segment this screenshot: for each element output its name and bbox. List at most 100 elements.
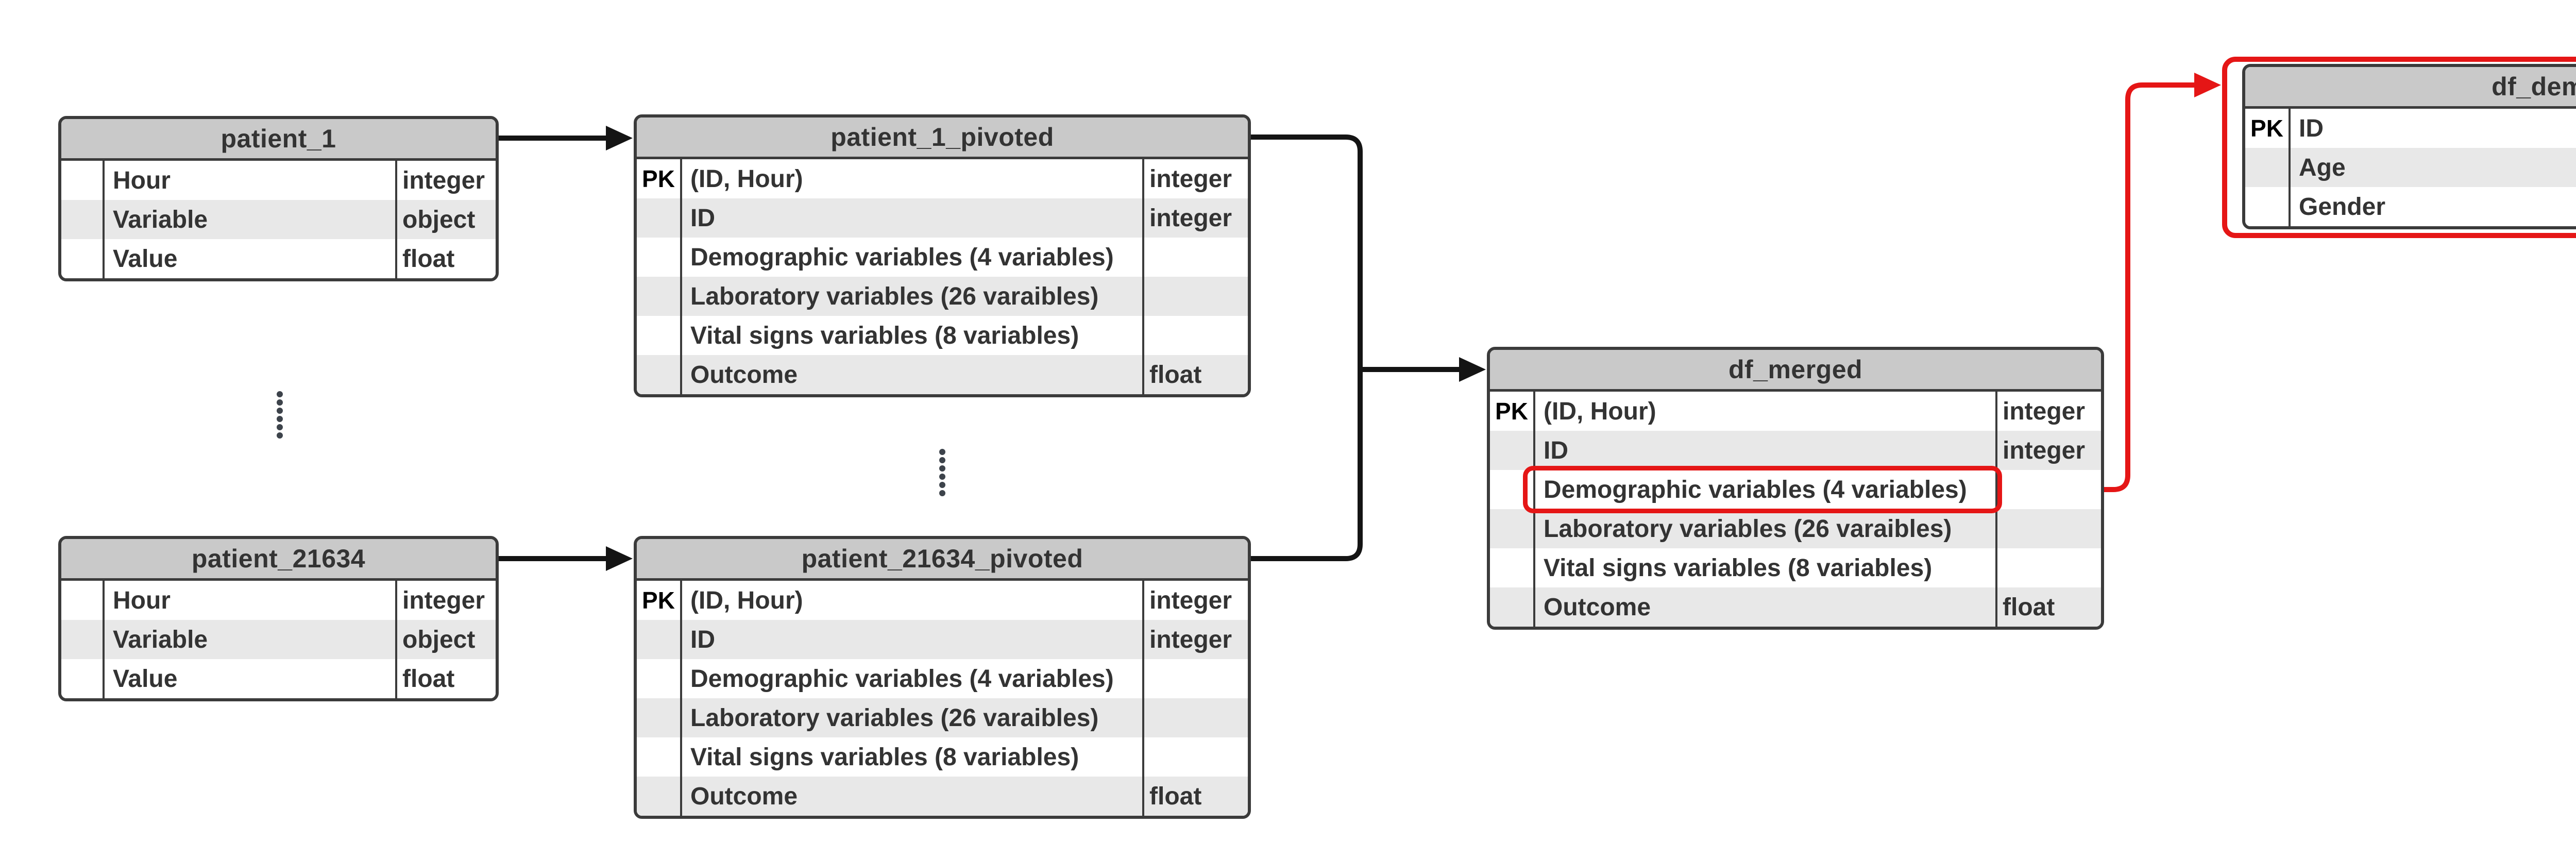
field-cell: Value xyxy=(103,659,395,698)
table-row: PK (ID, Hour) integer xyxy=(1490,392,2101,431)
type-cell xyxy=(1995,509,2101,548)
table-row: Variable object xyxy=(61,200,496,239)
pk-cell xyxy=(637,238,680,277)
type-cell xyxy=(1142,238,1248,277)
table-title: df_demo xyxy=(2492,72,2576,101)
type-cell: integer xyxy=(1995,392,2101,431)
pk-cell xyxy=(2245,187,2289,226)
connector-pivoted-tables-to-df-merged xyxy=(1251,134,1486,561)
table-row: Gender float xyxy=(2245,187,2576,226)
table-row: ID integer xyxy=(637,198,1248,238)
table-title: patient_1_pivoted xyxy=(831,123,1054,152)
table-row: PK ID integer xyxy=(2245,109,2576,148)
type-cell: float xyxy=(1142,355,1248,394)
table-row: Hour integer xyxy=(61,161,496,200)
type-cell: float xyxy=(1995,587,2101,627)
field-cell: Outcome xyxy=(680,355,1142,394)
field-cell: (ID, Hour) xyxy=(680,581,1142,620)
type-cell xyxy=(1142,316,1248,355)
pk-cell xyxy=(637,620,680,659)
pk-cell xyxy=(1490,470,1533,509)
field-cell: Vital signs variables (8 variables) xyxy=(680,737,1142,777)
ellipsis-pivoted-tables-icon xyxy=(939,449,945,496)
type-cell xyxy=(1142,737,1248,777)
pk-cell: PK xyxy=(1495,398,1528,425)
pk-cell xyxy=(637,355,680,394)
field-cell: Outcome xyxy=(1533,587,1995,627)
field-cell: Laboratory variables (26 varaibles) xyxy=(680,698,1142,737)
type-cell xyxy=(1995,470,2101,509)
arrow-patient-1-to-pivoted xyxy=(499,126,633,150)
pk-cell xyxy=(61,620,103,659)
table-row: ID integer xyxy=(1490,431,2101,470)
table-row: Laboratory variables (26 varaibles) xyxy=(1490,509,2101,548)
field-cell: Vital signs variables (8 variables) xyxy=(1533,548,1995,587)
pk-cell xyxy=(61,239,103,278)
table-title: df_merged xyxy=(1728,355,1863,384)
pk-cell xyxy=(1490,509,1533,548)
pk-cell xyxy=(637,777,680,816)
table-row: Vital signs variables (8 variables) xyxy=(637,737,1248,777)
table-header: df_merged xyxy=(1490,350,2101,392)
field-cell: ID xyxy=(1533,431,1995,470)
arrowhead-icon xyxy=(1459,357,1486,382)
arrowhead-icon xyxy=(606,546,633,571)
pk-cell xyxy=(1490,431,1533,470)
arrow-patient-21634-to-pivoted xyxy=(499,546,633,571)
pk-cell: PK xyxy=(2250,115,2283,142)
field-cell: ID xyxy=(2289,109,2576,148)
table-title: patient_1 xyxy=(221,124,336,153)
pk-cell xyxy=(637,316,680,355)
table-row: Hour integer xyxy=(61,581,496,620)
type-cell: integer xyxy=(395,161,496,200)
table-df-merged: df_merged PK (ID, Hour) integer ID integ… xyxy=(1487,347,2104,630)
pk-cell xyxy=(1490,548,1533,587)
type-cell: integer xyxy=(1995,431,2101,470)
table-row: Vital signs variables (8 variables) xyxy=(1490,548,2101,587)
table-patient-1: patient_1 Hour integer Variable object V… xyxy=(58,116,499,281)
type-cell: integer xyxy=(1142,620,1248,659)
type-cell: integer xyxy=(1142,581,1248,620)
pk-cell xyxy=(637,698,680,737)
pk-cell xyxy=(61,161,103,200)
table-row: Demographic variables (4 variables) xyxy=(637,659,1248,698)
table-row: Outcome float xyxy=(1490,587,2101,627)
table-header: patient_1 xyxy=(61,119,496,161)
field-cell: Laboratory variables (26 varaibles) xyxy=(680,277,1142,316)
ellipsis-patient-tables-icon xyxy=(277,391,283,439)
pk-cell xyxy=(637,277,680,316)
table-row: Demographic variables (4 variables) xyxy=(637,238,1248,277)
type-cell: integer xyxy=(1142,198,1248,238)
table-row: Variable object xyxy=(61,620,496,659)
field-cell: Demographic variables (4 variables) xyxy=(680,238,1142,277)
type-cell: integer xyxy=(1142,159,1248,198)
field-cell: Value xyxy=(103,239,395,278)
table-header: patient_21634_pivoted xyxy=(637,539,1248,581)
table-row: PK (ID, Hour) integer xyxy=(637,581,1248,620)
table-row: Value float xyxy=(61,659,496,698)
type-cell: object xyxy=(395,620,496,659)
table-row: Value float xyxy=(61,239,496,278)
pk-cell xyxy=(1490,587,1533,627)
type-cell: float xyxy=(395,659,496,698)
field-cell: ID xyxy=(680,620,1142,659)
pk-cell xyxy=(2245,148,2289,187)
table-title: patient_21634_pivoted xyxy=(801,544,1083,573)
red-arrowhead-icon xyxy=(2194,73,2221,97)
table-header: patient_21634 xyxy=(61,539,496,581)
table-row: Age float xyxy=(2245,148,2576,187)
field-cell: (ID, Hour) xyxy=(1533,392,1995,431)
field-cell: Variable xyxy=(103,200,395,239)
table-row: Outcome float xyxy=(637,777,1248,816)
table-header: patient_1_pivoted xyxy=(637,117,1248,159)
type-cell xyxy=(1142,277,1248,316)
table-row: Outcome float xyxy=(637,355,1248,394)
table-row: Vital signs variables (8 variables) xyxy=(637,316,1248,355)
pk-cell xyxy=(61,200,103,239)
pk-cell xyxy=(637,659,680,698)
table-row: Laboratory variables (26 varaibles) xyxy=(637,277,1248,316)
type-cell: integer xyxy=(395,581,496,620)
pk-cell xyxy=(61,659,103,698)
field-cell: Variable xyxy=(103,620,395,659)
